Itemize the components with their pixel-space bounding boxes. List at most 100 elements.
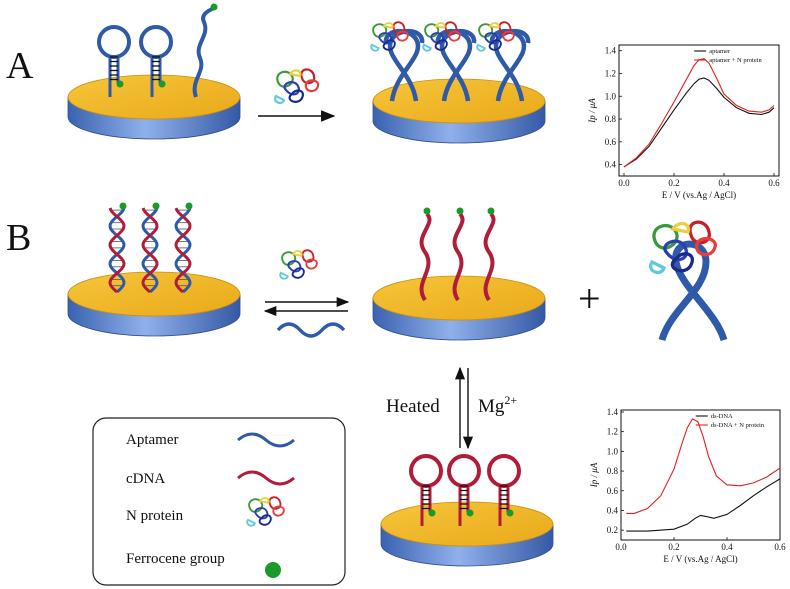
chart-2-ytick-label: 0.2 xyxy=(607,525,618,535)
chart-2-ytick-label: 0.6 xyxy=(607,486,619,496)
n-protein-bound-3-ribbon-0 xyxy=(478,23,494,38)
legend-label-cdna: cDNA xyxy=(126,471,165,487)
dsdna-helix-2-cdna-strand xyxy=(141,207,159,294)
n-protein-bound-2-ribbon-2 xyxy=(434,39,448,51)
mg-label: Mg2+ xyxy=(478,393,517,417)
cdna-hairpin-1-loop xyxy=(409,454,443,488)
chart-1-xtick-label: 0.2 xyxy=(668,178,679,188)
cdna-hairpin-3-loop xyxy=(487,454,521,488)
chart-1-frame xyxy=(618,44,780,177)
electrode-b-left xyxy=(67,271,241,337)
n-protein-complex-ribbon-4 xyxy=(695,236,717,257)
chart-1-legend-label-1: aptamer + N protein xyxy=(709,57,762,64)
aptamer-hairpin-2-loop xyxy=(139,25,173,59)
electrode-a-left xyxy=(67,74,241,140)
cdna-hairpin-2-ferrocene xyxy=(466,509,474,517)
chart-1-ytick-label: 1.4 xyxy=(605,46,617,56)
chart-1-ytick-label: 0.6 xyxy=(605,137,617,147)
dsdna-helix-1-aptamer-strand xyxy=(108,207,126,294)
dsdna-helix-1 xyxy=(108,207,126,294)
n-protein-bound-1-ribbon-5 xyxy=(370,43,380,52)
cdna-hairpin-2-loop xyxy=(447,454,481,488)
reaction-arrows xyxy=(258,110,474,450)
chart-2-legend-label-1: ds-DNA + N protein xyxy=(711,422,765,429)
n-protein-bound-3-ribbon-2 xyxy=(488,39,502,51)
chart-1-xtick-label: 0.0 xyxy=(618,178,630,188)
dsdna-helix-2 xyxy=(141,207,159,294)
bound-aptamer-2-strand-1 xyxy=(435,29,473,102)
bound-aptamer-1-strand-1 xyxy=(383,29,421,102)
aptamer-hairpin-2 xyxy=(139,25,173,97)
mg-charge: 2+ xyxy=(504,393,517,407)
chart-2-ylabel: Ip / μA xyxy=(589,462,599,488)
legend-label-aptamer: Aptamer xyxy=(126,432,178,448)
cdna-hairpin-1-ferrocene xyxy=(428,509,436,517)
n-protein-bound-3-ribbon-6 xyxy=(488,22,500,29)
cdna-strand-1 xyxy=(419,212,432,302)
cdna-strand-2-strand xyxy=(452,212,465,302)
bound-aptamer-3-strand-1 xyxy=(489,29,527,102)
chart-1-xtick-label: 0.6 xyxy=(768,178,780,188)
dsdna-helix-3-aptamer-strand xyxy=(174,207,192,294)
chart-2-frame xyxy=(620,409,781,541)
cdna-hairpin-2 xyxy=(447,454,481,526)
plus-sign: + xyxy=(578,276,601,321)
chart-2-ytick-label: 1.2 xyxy=(607,427,618,437)
chart-2-legend-label-0: ds-DNA xyxy=(711,413,733,420)
n-protein-bound-3-ribbon-5 xyxy=(476,43,486,52)
n-protein-legend-ribbon-6 xyxy=(258,497,270,504)
n-protein-bound-1 xyxy=(370,21,409,52)
dsdna-helix-3-ferrocene xyxy=(185,202,193,210)
electrode-b-middle xyxy=(372,275,546,341)
chart-2-xtick-label: 0.4 xyxy=(721,542,733,552)
n-protein-free-a-ribbon-4 xyxy=(304,79,320,93)
chart-2-xtick-label: 0.6 xyxy=(774,542,786,552)
chart-1-series-1-line xyxy=(623,58,775,168)
n-protein-free-a xyxy=(274,68,320,105)
free-aptamer-strand xyxy=(192,6,215,98)
legend-box: Aptamer cDNA N protein Ferrocene group xyxy=(92,417,346,586)
legend-n-protein-icon xyxy=(246,496,285,527)
n-protein-complex-ribbon-5 xyxy=(649,259,667,275)
n-protein-bound-2-ribbon-0 xyxy=(424,23,440,38)
chart-2-xlabel: E / V (vs.Ag / AgCl) xyxy=(663,554,737,564)
n-protein-free-b xyxy=(279,249,318,280)
chart-1-legend-label-0: aptamer xyxy=(709,48,731,55)
cdna-strand-2 xyxy=(452,212,465,302)
cdna-strand-3 xyxy=(483,212,496,302)
n-protein-bound-2 xyxy=(422,21,461,52)
aptamer-hairpin-1 xyxy=(97,25,131,97)
n-protein-legend-ribbon-5 xyxy=(246,518,256,527)
legend-ferrocene-icon xyxy=(265,562,281,578)
complex-aptamer-strand xyxy=(658,240,728,342)
n-protein-complex-ribbon-6 xyxy=(670,221,691,234)
n-protein-bound-2-ribbon-5 xyxy=(422,43,432,52)
n-protein-bound-1-ribbon-0 xyxy=(372,23,388,38)
chart-1-ytick-label: 1.2 xyxy=(605,68,616,78)
n-protein-legend xyxy=(246,496,285,527)
mg-symbol: Mg xyxy=(478,396,505,417)
cdna-strand-2-ferrocene xyxy=(456,207,464,215)
panel-letter-a: A xyxy=(6,45,34,87)
n-protein-complex-ribbon-2 xyxy=(670,252,694,273)
n-protein-free-a-ribbon-6 xyxy=(288,69,302,78)
dna-structures xyxy=(97,3,728,526)
free-aptamer-ferrocene xyxy=(210,3,218,11)
legend-label-ferrocene: Ferrocene group xyxy=(126,551,225,567)
electrode-a-left-gold-surface xyxy=(67,74,241,120)
n-protein-bound-1-ribbon-4 xyxy=(396,30,409,42)
heated-label: Heated xyxy=(386,396,440,417)
n-protein-free-b-ribbon-2 xyxy=(291,267,305,279)
chart-1-ylabel: Ip / μA xyxy=(587,98,597,124)
n-protein-bound-2-ribbon-4 xyxy=(448,30,461,42)
chart-1-ytick-label: 0.4 xyxy=(605,160,617,170)
aptamer-hairpin-1-loop xyxy=(97,25,131,59)
n-protein-legend-ribbon-2 xyxy=(258,514,272,526)
chart-1-ytick-label: 0.8 xyxy=(605,114,617,124)
protein-group xyxy=(274,21,717,280)
chart-2-xtick-label: 0.0 xyxy=(615,542,627,552)
cdna-strand-1-ferrocene xyxy=(423,207,431,215)
